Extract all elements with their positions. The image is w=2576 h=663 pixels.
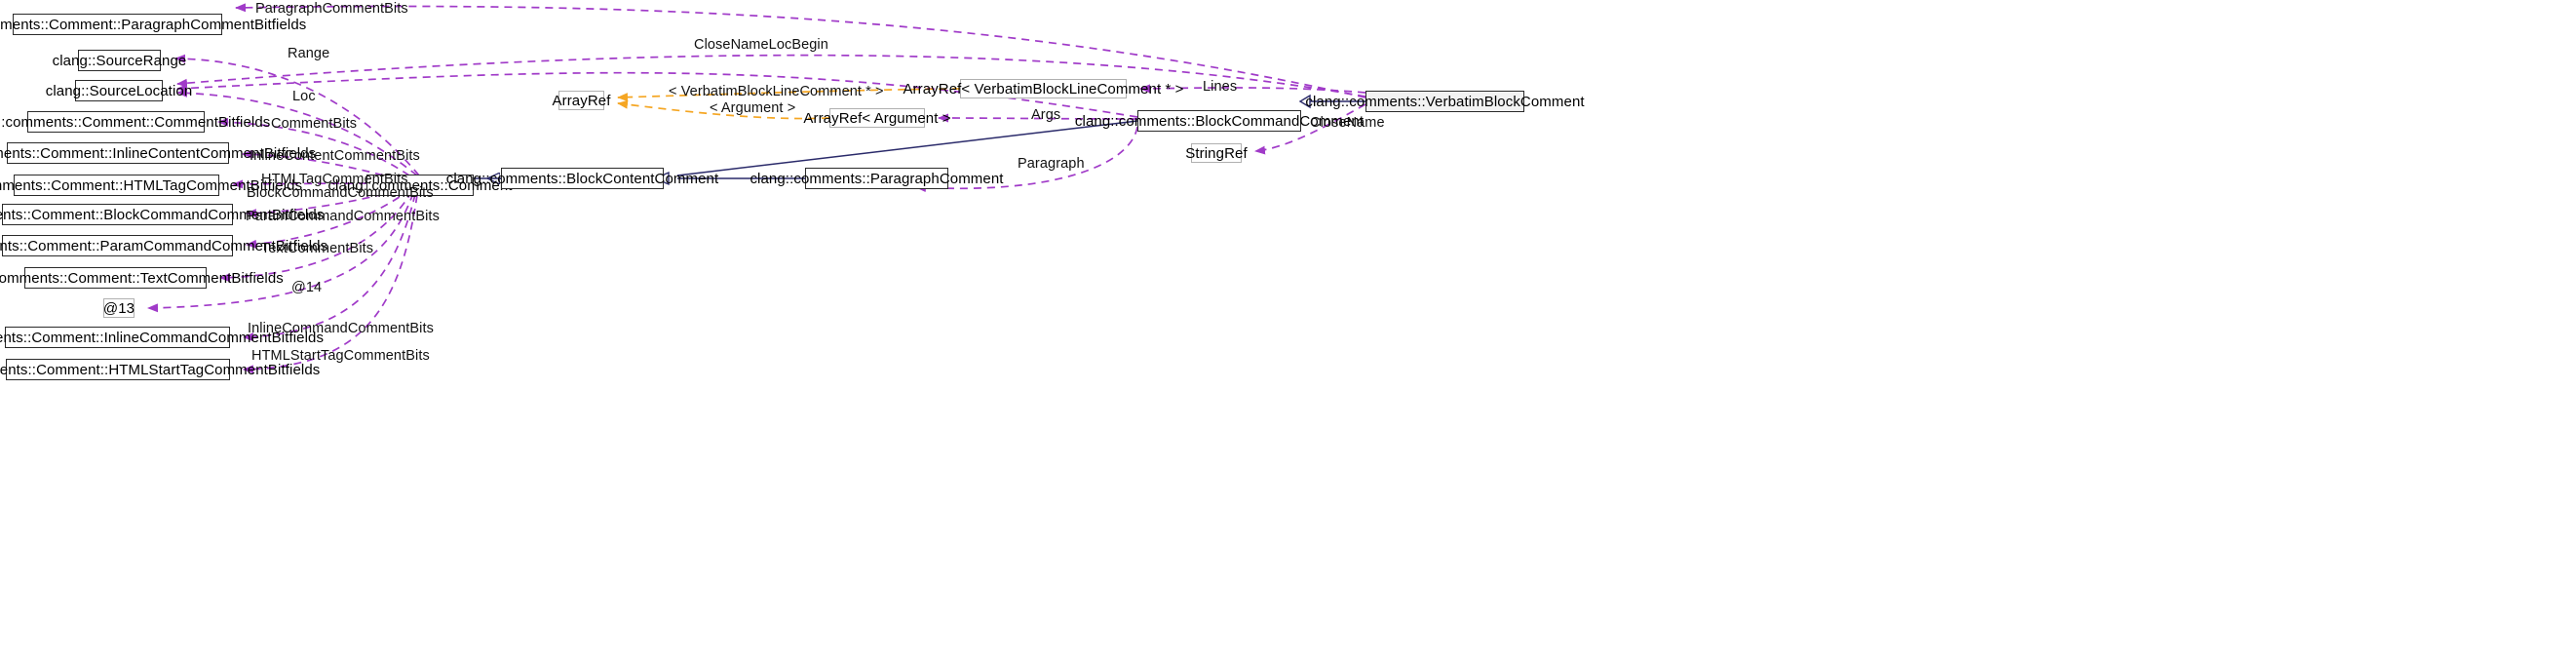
edge-label-close-name: CloseName xyxy=(1310,115,1385,131)
node-label: clang::comments::Comment::CommentBitfiel… xyxy=(0,113,271,131)
edge-label-range: Range xyxy=(288,46,330,61)
node-paragraph-comment-bitfields[interactable]: clang::comments::Comment::ParagraphComme… xyxy=(0,14,306,35)
node-label: ArrayRef< Argument > xyxy=(803,109,951,127)
node-label: clang::comments::VerbatimBlockComment xyxy=(1305,93,1585,110)
edge-label-loc: Loc xyxy=(292,89,316,104)
node-at13[interactable]: @13 xyxy=(103,298,135,318)
node-string-ref[interactable]: StringRef xyxy=(1185,143,1248,163)
node-label: clang::comments::Comment xyxy=(327,176,513,194)
node-label: clang::comments::Comment::InlineCommandC… xyxy=(0,329,325,346)
edge-label-html-start-tag-comment-bits: HTMLStartTagCommentBits xyxy=(251,348,430,364)
edge-label-argument-param: < Argument > xyxy=(710,100,796,116)
node-label: clang::comments::Comment::InlineContentC… xyxy=(0,144,317,162)
node-source-range[interactable]: clang::SourceRange xyxy=(53,50,186,71)
node-label: clang::comments::Comment::HTMLTagComment… xyxy=(0,176,303,194)
edge-label-param-command-comment-bits: ParamCommandCommentBits xyxy=(246,209,440,224)
node-text-comment-bitfields[interactable]: clang::comments::Comment::TextCommentBit… xyxy=(0,267,284,289)
node-source-location[interactable]: clang::SourceLocation xyxy=(46,80,192,101)
node-html-tag-comment-bitfields[interactable]: clang::comments::Comment::HTMLTagComment… xyxy=(0,175,302,196)
node-label: ArrayRef xyxy=(552,92,611,109)
node-block-content-comment[interactable]: clang::comments::BlockContentComment xyxy=(446,168,718,189)
edge-label-html-tag-comment-bits: HTMLTagCommentBits xyxy=(261,172,408,187)
node-label: clang::comments::BlockCommandComment xyxy=(1074,112,1365,130)
node-label: ArrayRef< VerbatimBlockLineComment * > xyxy=(903,80,1184,98)
node-array-ref[interactable]: ArrayRef xyxy=(553,91,610,110)
edge-label-inline-content-comment-bits: InlineContentCommentBits xyxy=(250,148,420,164)
edge-label-close-name-loc-begin: CloseNameLocBegin xyxy=(694,37,828,53)
template-edges xyxy=(617,88,961,120)
node-inline-content-comment-bitfields[interactable]: clang::comments::Comment::InlineContentC… xyxy=(0,142,316,164)
edge-label-block-command-comment-bits: BlockCommandCommentBits xyxy=(247,185,434,201)
edge-label-args: Args xyxy=(1031,107,1061,123)
node-label: clang::comments::Comment::TextCommentBit… xyxy=(0,269,284,287)
node-comment[interactable]: clang::comments::Comment xyxy=(327,175,512,196)
node-label: clang::comments::Comment::HTMLStartTagCo… xyxy=(0,361,321,378)
node-label: @13 xyxy=(102,299,135,317)
edge-label-paragraph: Paragraph xyxy=(1018,156,1085,172)
node-label: clang::SourceLocation xyxy=(45,82,193,99)
node-comment-bitfields[interactable]: clang::comments::Comment::CommentBitfiel… xyxy=(0,111,270,133)
edge-label-inline-command-comment-bits: InlineCommandCommentBits xyxy=(248,321,434,336)
inheritance-edges xyxy=(474,100,1365,178)
node-param-command-comment-bitfields[interactable]: clang::comments::Comment::ParamCommandCo… xyxy=(0,235,327,256)
node-block-command-comment-bitfields[interactable]: clang::comments::Comment::BlockCommandCo… xyxy=(0,204,324,225)
node-array-ref-verbatim-block-line-comment[interactable]: ArrayRef< VerbatimBlockLineComment * > xyxy=(903,79,1183,98)
node-label: clang::SourceRange xyxy=(52,52,187,69)
node-label: clang::comments::Comment::ParamCommandCo… xyxy=(0,237,328,254)
node-label: clang::comments::BlockContentComment xyxy=(445,170,719,187)
edge-label-comment-bits: CommentBits xyxy=(271,116,358,132)
node-html-start-tag-comment-bitfields[interactable]: clang::comments::Comment::HTMLStartTagCo… xyxy=(0,359,320,380)
edge-label-text-comment-bits: TextCommentBits xyxy=(261,241,374,256)
usage-edges xyxy=(147,3,1366,374)
node-array-ref-argument[interactable]: ArrayRef< Argument > xyxy=(803,108,951,128)
node-label: clang::comments::Comment::ParagraphComme… xyxy=(0,16,307,33)
node-paragraph-comment[interactable]: clang::comments::ParagraphComment xyxy=(750,168,1003,189)
node-label: clang::comments::ParagraphComment xyxy=(750,170,1004,187)
node-label: clang::comments::Comment::BlockCommandCo… xyxy=(0,206,325,223)
node-verbatim-block-comment[interactable]: clang::comments::VerbatimBlockComment xyxy=(1305,91,1585,112)
edge-label-lines: Lines xyxy=(1203,79,1238,95)
node-inline-command-comment-bitfields[interactable]: clang::comments::Comment::InlineCommandC… xyxy=(0,327,324,348)
node-block-command-comment[interactable]: clang::comments::BlockCommandComment xyxy=(1075,110,1364,132)
node-label: StringRef xyxy=(1185,144,1248,162)
edge-label-at14: @14 xyxy=(291,280,323,295)
edge-label-verbatim-block-line-comment-param: < VerbatimBlockLineComment * > xyxy=(669,84,884,99)
edge-label-paragraph-comment-bits: ParagraphCommentBits xyxy=(255,1,408,17)
